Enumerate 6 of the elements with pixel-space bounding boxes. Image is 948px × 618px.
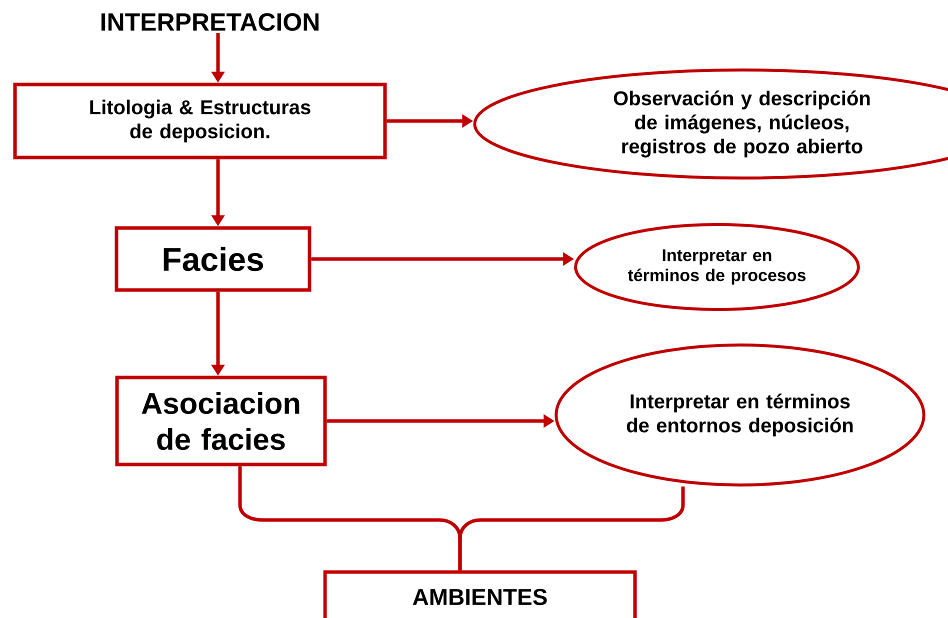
heading-text: INTERPRETACION (102, 13, 319, 31)
process-box: Litologia & Estructuras de deposicion. (13, 82, 387, 160)
process-box: Facies (114, 226, 312, 292)
brace-connector (458, 486, 685, 570)
process-box: Asociacion de facies (115, 376, 327, 466)
process-box: AMBIENTES (323, 570, 637, 618)
